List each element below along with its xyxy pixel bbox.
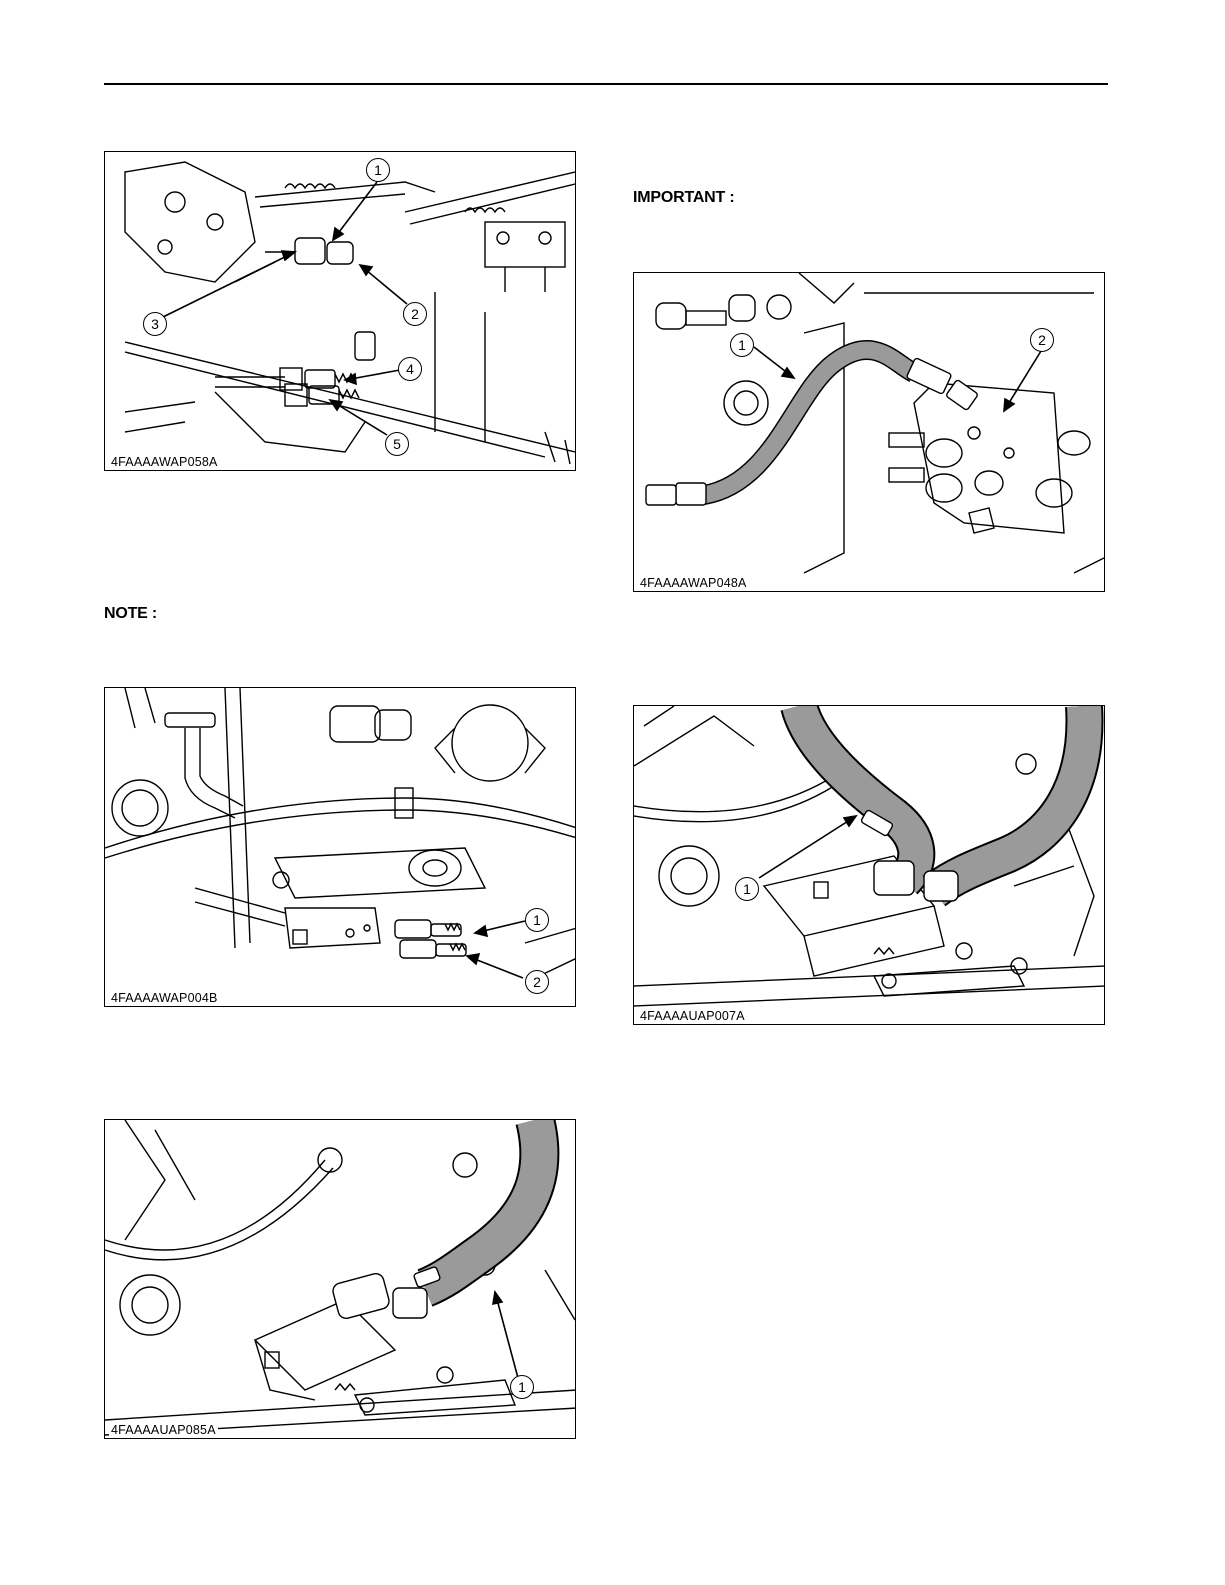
important-label: IMPORTANT :	[633, 189, 735, 207]
callout-4: 4	[398, 357, 422, 381]
figure-illustration	[105, 1120, 576, 1439]
figure-code: 4FAAAAWAP048A	[638, 576, 749, 590]
callout-1: 1	[735, 877, 759, 901]
callout-2: 2	[403, 302, 427, 326]
figure-illustration	[105, 688, 576, 1007]
figure-code: 4FAAAAUAP085A	[109, 1423, 218, 1437]
figure-illustration	[634, 706, 1105, 1025]
callout-1: 1	[366, 158, 390, 182]
figure-fuel-pipe-connectors: 1 2 3 4 5 4FAAAAWAP058A	[104, 151, 576, 471]
callout-1: 1	[525, 908, 549, 932]
figure-hose-clamp-upper: 1 4FAAAAUAP085A	[104, 1119, 576, 1439]
figure-hydraulic-hose-valve: 1 2 4FAAAAWAP048A	[633, 272, 1105, 592]
figure-hose-clamp-lower: 1 4FAAAAUAP007A	[633, 705, 1105, 1025]
header-rule	[104, 83, 1108, 85]
callout-2: 2	[525, 970, 549, 994]
callout-1: 1	[730, 333, 754, 357]
figure-illustration	[634, 273, 1105, 592]
figure-removed-connectors: 1 2 4FAAAAWAP004B	[104, 687, 576, 1007]
callout-2: 2	[1030, 328, 1054, 352]
figure-code: 4FAAAAWAP058A	[109, 455, 220, 469]
callout-5: 5	[385, 432, 409, 456]
figure-illustration	[105, 152, 576, 471]
figure-code: 4FAAAAWAP004B	[109, 991, 220, 1005]
callout-3: 3	[143, 312, 167, 336]
note-label: NOTE :	[104, 605, 157, 623]
figure-code: 4FAAAAUAP007A	[638, 1009, 747, 1023]
callout-1: 1	[510, 1375, 534, 1399]
